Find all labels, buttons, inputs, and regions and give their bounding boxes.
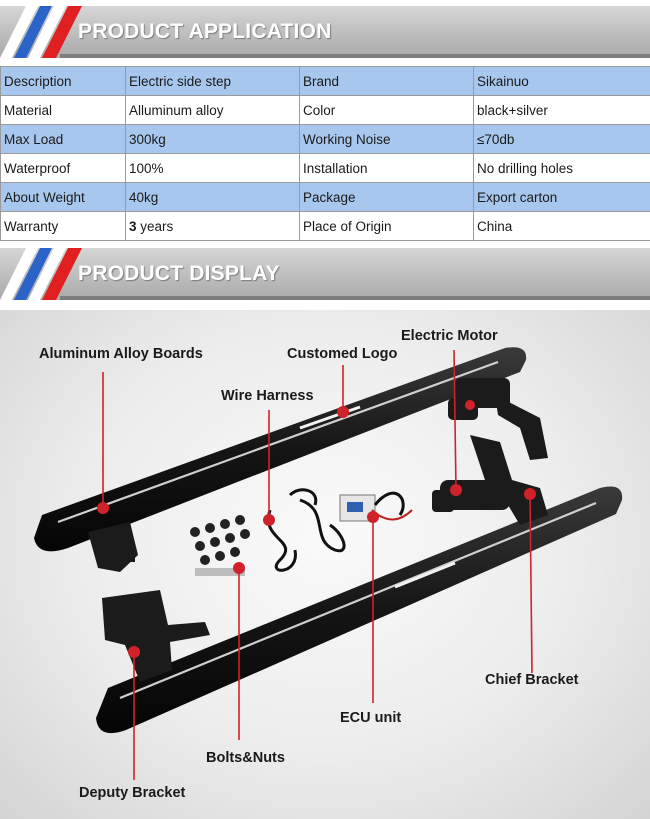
table-row: Waterproof 100% Installation No drilling… (0, 153, 650, 183)
callout-electric-motor: Electric Motor (401, 328, 498, 344)
callout-bolts-nuts: Bolts&Nuts (206, 750, 285, 766)
spec-value: Alluminum alloy (125, 95, 300, 125)
deputy-bracket-upper (88, 522, 138, 572)
callout-markers (97, 349, 536, 780)
spec-value: Export carton (473, 182, 650, 212)
table-row: Description Electric side step Brand Sik… (0, 66, 650, 96)
callout-deputy-bracket: Deputy Bracket (79, 785, 186, 801)
warranty-unit: years (136, 218, 174, 234)
spec-value: 300kg (125, 124, 300, 154)
spec-key: Place of Origin (299, 211, 474, 241)
product-display-photo: Aluminum Alloy Boards Customed Logo Elec… (0, 310, 650, 819)
callout-aluminum-alloy-boards: Aluminum Alloy Boards (39, 346, 203, 362)
upper-step-board (34, 347, 527, 552)
callout-chief-bracket: Chief Bracket (485, 672, 579, 688)
spec-key: Installation (299, 153, 474, 183)
spec-value: Sikainuo (473, 66, 650, 96)
spec-key: About Weight (0, 182, 126, 212)
table-row: Max Load 300kg Working Noise ≤70db (0, 124, 650, 154)
section-title-display: PRODUCT DISPLAY (78, 262, 280, 285)
section-banner-display: PRODUCT DISPLAY (0, 248, 650, 300)
spec-key: Material (0, 95, 126, 125)
tricolor-stripes-icon (0, 6, 82, 58)
spec-value-warranty: 3 years (125, 211, 300, 241)
spec-value: 40kg (125, 182, 300, 212)
spec-key: Working Noise (299, 124, 474, 154)
lower-step-board (96, 486, 623, 734)
spec-key: Waterproof (0, 153, 126, 183)
spec-key: Warranty (0, 211, 126, 241)
table-row: Material Alluminum alloy Color black+sil… (0, 95, 650, 125)
banner-underline (60, 296, 650, 300)
spec-key: Color (299, 95, 474, 125)
callout-ecu-unit: ECU unit (340, 710, 402, 726)
spec-value: ≤70db (473, 124, 650, 154)
wire-harness (266, 488, 346, 572)
callout-customed-logo: Customed Logo (287, 346, 398, 362)
spec-value: China (473, 211, 650, 241)
spec-value: 100% (125, 153, 300, 183)
section-title-application: PRODUCT APPLICATION (78, 20, 332, 43)
table-row: About Weight 40kg Package Export carton (0, 182, 650, 212)
section-banner-application: PRODUCT APPLICATION (0, 6, 650, 58)
callout-wire-harness: Wire Harness (221, 388, 314, 404)
banner-underline (60, 54, 650, 58)
table-row: Warranty 3 years Place of Origin China (0, 211, 650, 241)
spec-value: No drilling holes (473, 153, 650, 183)
spec-table: Description Electric side step Brand Sik… (0, 66, 650, 241)
tricolor-stripes-icon (0, 248, 82, 300)
spec-key: Max Load (0, 124, 126, 154)
spec-key: Description (0, 66, 126, 96)
warranty-number: 3 (129, 218, 137, 234)
spec-value: black+silver (473, 95, 650, 125)
spec-value: Electric side step (125, 66, 300, 96)
deputy-bracket-lower (102, 590, 210, 682)
product-illustration (34, 347, 623, 780)
bolts-nuts-cluster (190, 515, 250, 576)
spec-key: Brand (299, 66, 474, 96)
spec-key: Package (299, 182, 474, 212)
